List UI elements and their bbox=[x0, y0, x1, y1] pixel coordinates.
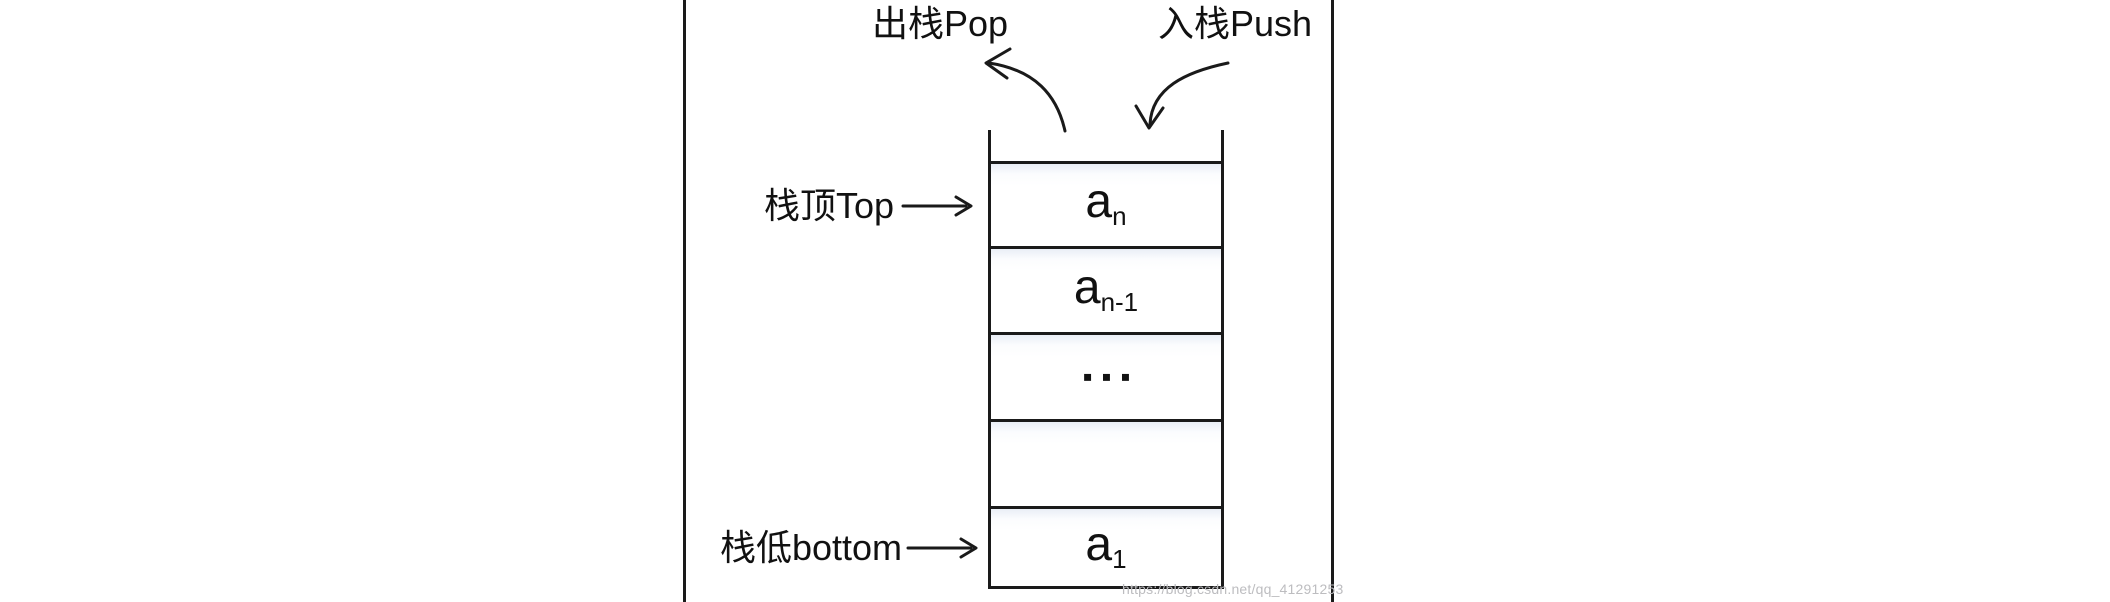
stack-bottom-label: 栈低bottom bbox=[719, 527, 902, 568]
push-label: 入栈Push bbox=[1157, 3, 1313, 44]
cell-value: an-1 bbox=[1073, 260, 1139, 317]
stack-line-3 bbox=[988, 332, 1224, 335]
pop-arrowhead-icon bbox=[984, 47, 1012, 80]
ellipsis-dots: ▪▪▪ bbox=[1082, 361, 1140, 392]
stack-left-wall bbox=[988, 130, 991, 589]
cell-value: an bbox=[1085, 175, 1127, 232]
stack-top-label: 栈顶Top bbox=[763, 185, 894, 226]
stack-line-5 bbox=[988, 506, 1224, 509]
stack-cell-a1: a1 bbox=[991, 509, 1221, 586]
stack-line-1 bbox=[988, 161, 1224, 164]
push-arrow-curve bbox=[1148, 61, 1230, 126]
stack-line-2 bbox=[988, 246, 1224, 249]
frame-right-border bbox=[1331, 0, 1334, 602]
top-pointer-arrowhead-icon bbox=[954, 195, 973, 217]
stack-line-4 bbox=[988, 419, 1224, 422]
stack-cell-ellipsis: ▪▪▪ bbox=[991, 335, 1221, 419]
pop-arrow-curve bbox=[987, 61, 1067, 133]
stack-cell-empty bbox=[991, 422, 1221, 506]
stack-right-wall bbox=[1221, 130, 1224, 589]
watermark-text: https://blog.csdn.net/qq_41291253 bbox=[1122, 581, 1344, 597]
stack-cell-an-1: an-1 bbox=[991, 249, 1221, 332]
stack-cell-an: an bbox=[991, 164, 1221, 246]
stack-bottom-line bbox=[988, 586, 1224, 589]
frame-left-border bbox=[683, 0, 686, 602]
pop-label: 出栈Pop bbox=[871, 3, 1009, 44]
cell-value: a1 bbox=[1085, 517, 1127, 574]
push-arrowhead-icon bbox=[1134, 104, 1165, 130]
bottom-pointer-arrowhead-icon bbox=[959, 537, 978, 559]
